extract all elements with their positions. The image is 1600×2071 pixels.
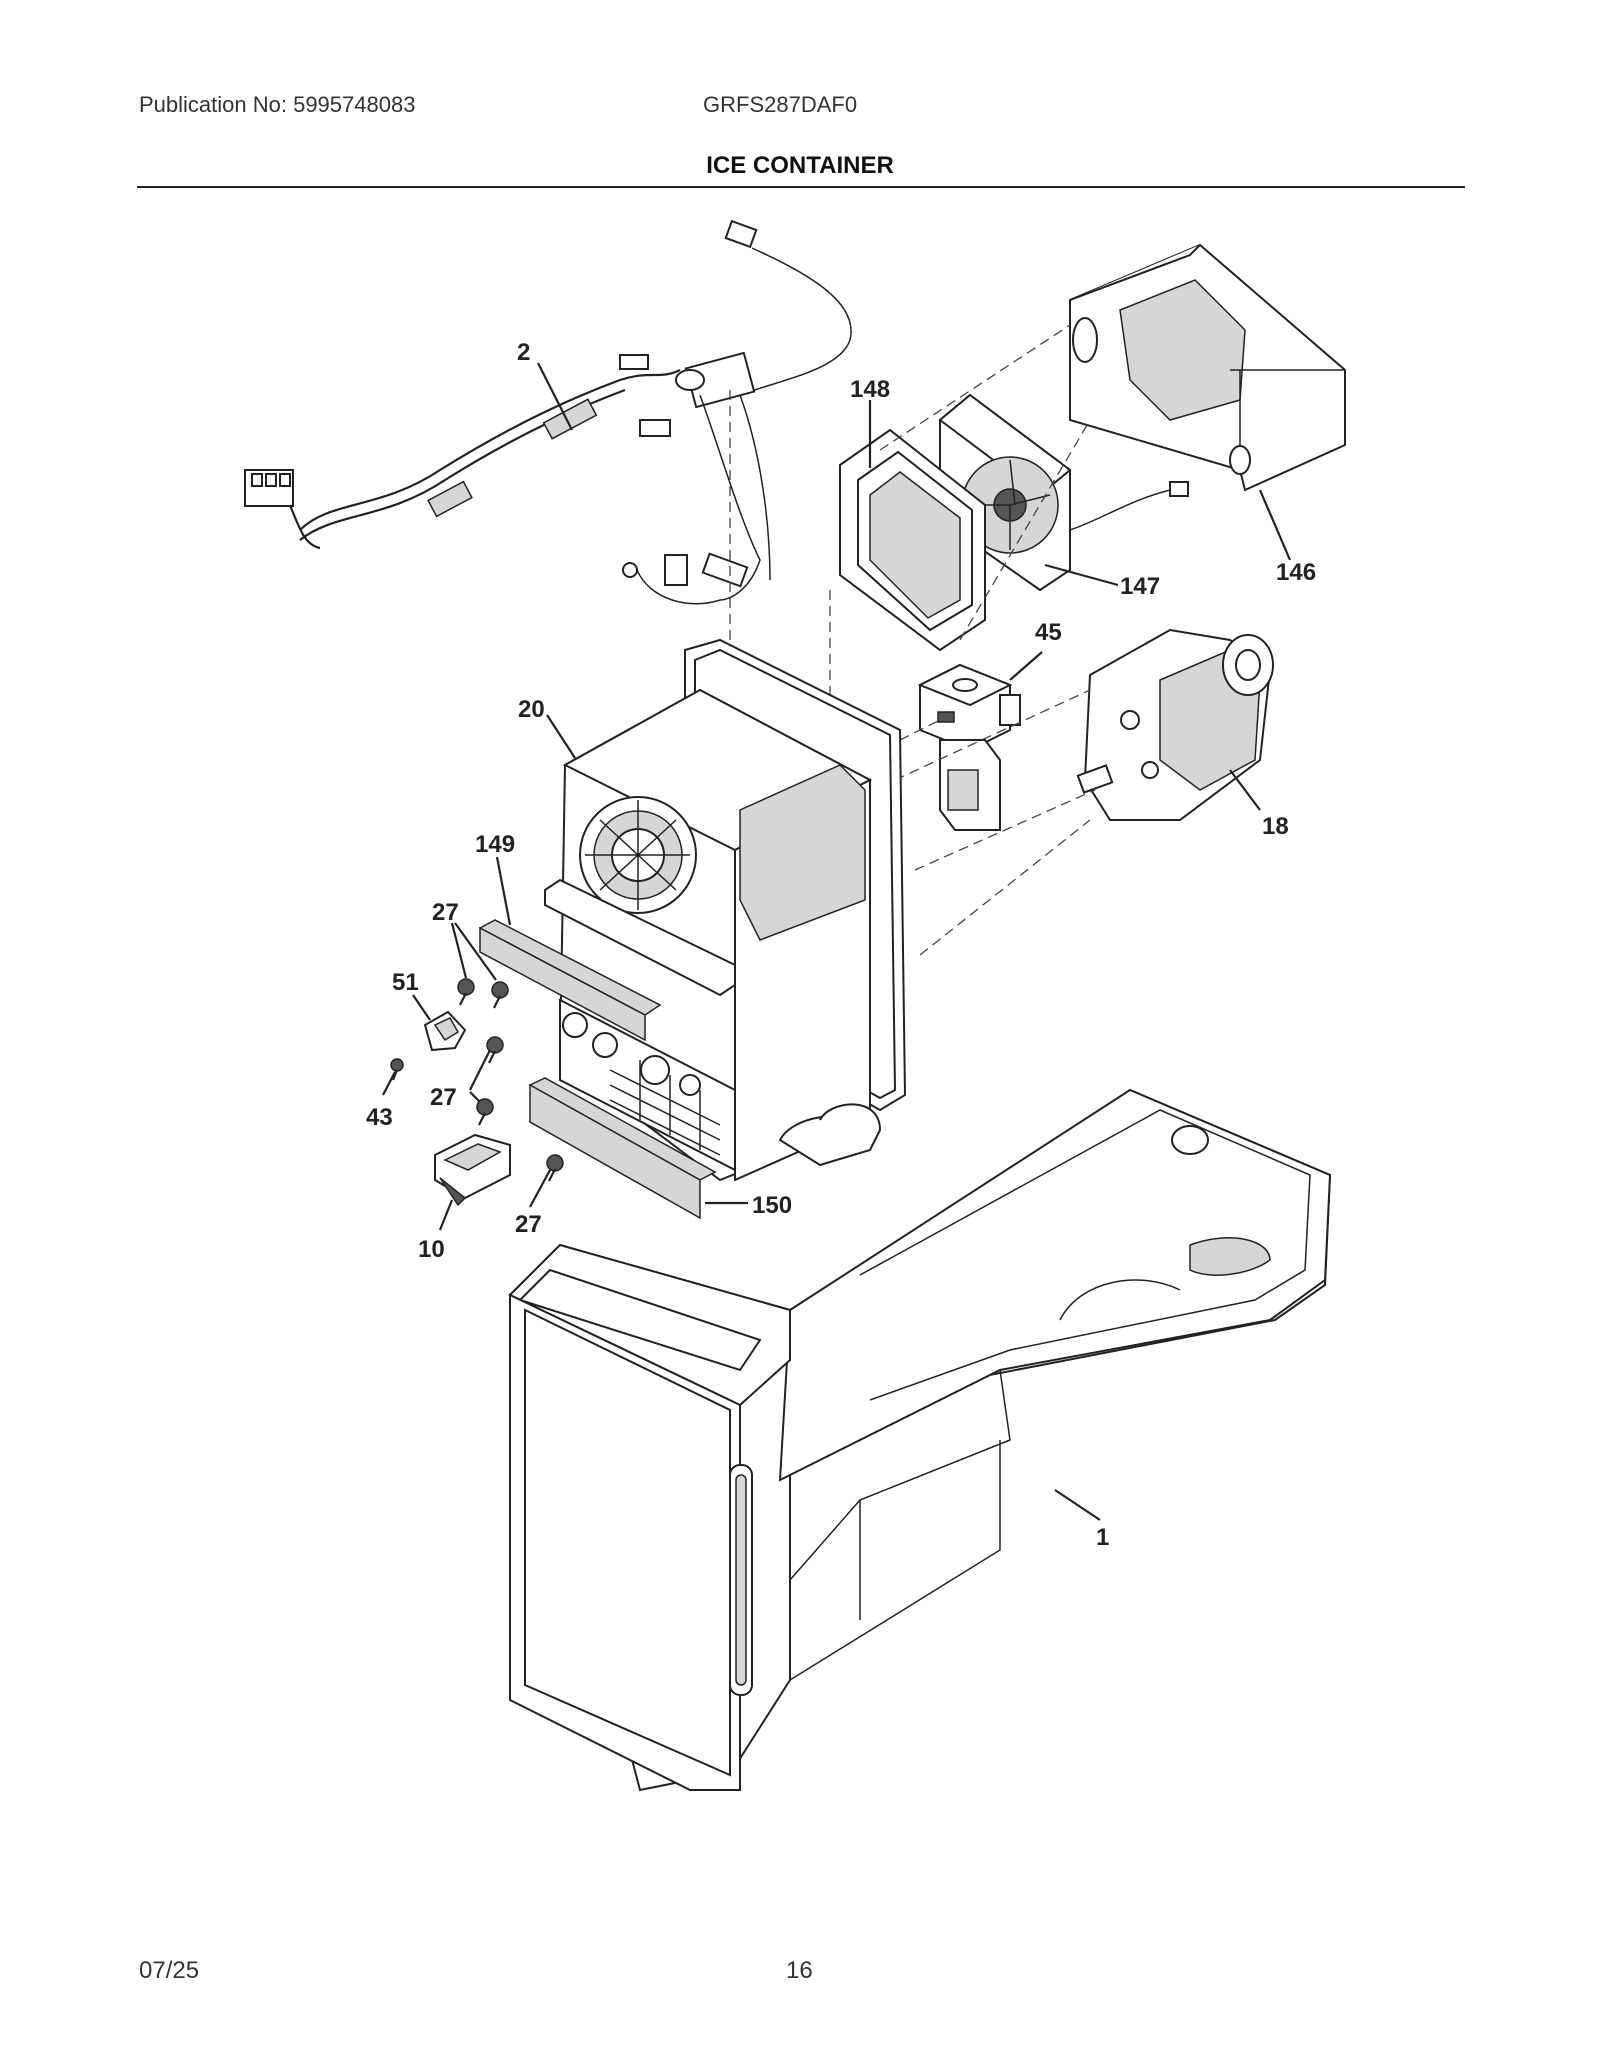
part-43-screw[interactable]: 43 <box>366 1058 404 1131</box>
part-146-duct[interactable]: 146 <box>1069 243 1346 586</box>
header-divider <box>137 186 1465 188</box>
screw-5[interactable] <box>546 1154 564 1182</box>
part-45-switch[interactable]: 45 <box>917 619 1062 831</box>
alignment-lines-middle <box>894 689 1096 956</box>
callout-27-b: 27 <box>430 1084 457 1111</box>
callout-147: 147 <box>1120 573 1160 600</box>
screw-1[interactable] <box>457 978 475 1006</box>
callout-27-c: 27 <box>515 1211 542 1238</box>
callout-27-a: 27 <box>432 899 459 926</box>
part-51-clip[interactable]: 51 <box>392 969 467 1052</box>
callout-150: 150 <box>752 1192 792 1219</box>
callout-146: 146 <box>1276 559 1316 586</box>
part-27-screws[interactable]: 27 27 27 <box>430 899 564 1238</box>
callout-20: 20 <box>518 696 545 723</box>
screw-3[interactable] <box>486 1036 504 1064</box>
part-2-wire-harness[interactable]: 2 <box>244 219 852 605</box>
part-10-bracket[interactable]: 10 <box>418 1133 511 1263</box>
part-20-housing[interactable]: 20 <box>518 638 907 1182</box>
callout-10: 10 <box>418 1236 445 1263</box>
callout-1: 1 <box>1096 1524 1109 1551</box>
callout-149: 149 <box>475 831 515 858</box>
callout-51: 51 <box>392 969 419 996</box>
footer-date: 07/25 <box>139 1957 200 1984</box>
model-number: GRFS287DAF0 <box>703 92 858 117</box>
screw-2[interactable] <box>491 981 509 1009</box>
callout-45: 45 <box>1035 619 1062 646</box>
part-148-fan-frame[interactable]: 148 <box>839 376 986 652</box>
part-147-fan[interactable]: 147 <box>938 393 1189 600</box>
publication-number: Publication No: 5995748083 <box>139 92 416 117</box>
part-1-ice-bin[interactable]: 1 <box>508 1088 1332 1792</box>
callout-148: 148 <box>850 376 890 403</box>
part-149-seal[interactable]: 149 <box>475 831 662 1042</box>
callout-18: 18 <box>1262 813 1289 840</box>
page-title: ICE CONTAINER <box>706 152 894 179</box>
page-number: 16 <box>786 1957 813 1984</box>
callout-2: 2 <box>517 339 530 366</box>
part-150-seal[interactable]: 150 <box>528 1077 792 1220</box>
screw-4[interactable] <box>476 1098 494 1126</box>
callout-43: 43 <box>366 1104 393 1131</box>
part-18-auger-motor[interactable]: 18 <box>1076 628 1289 840</box>
